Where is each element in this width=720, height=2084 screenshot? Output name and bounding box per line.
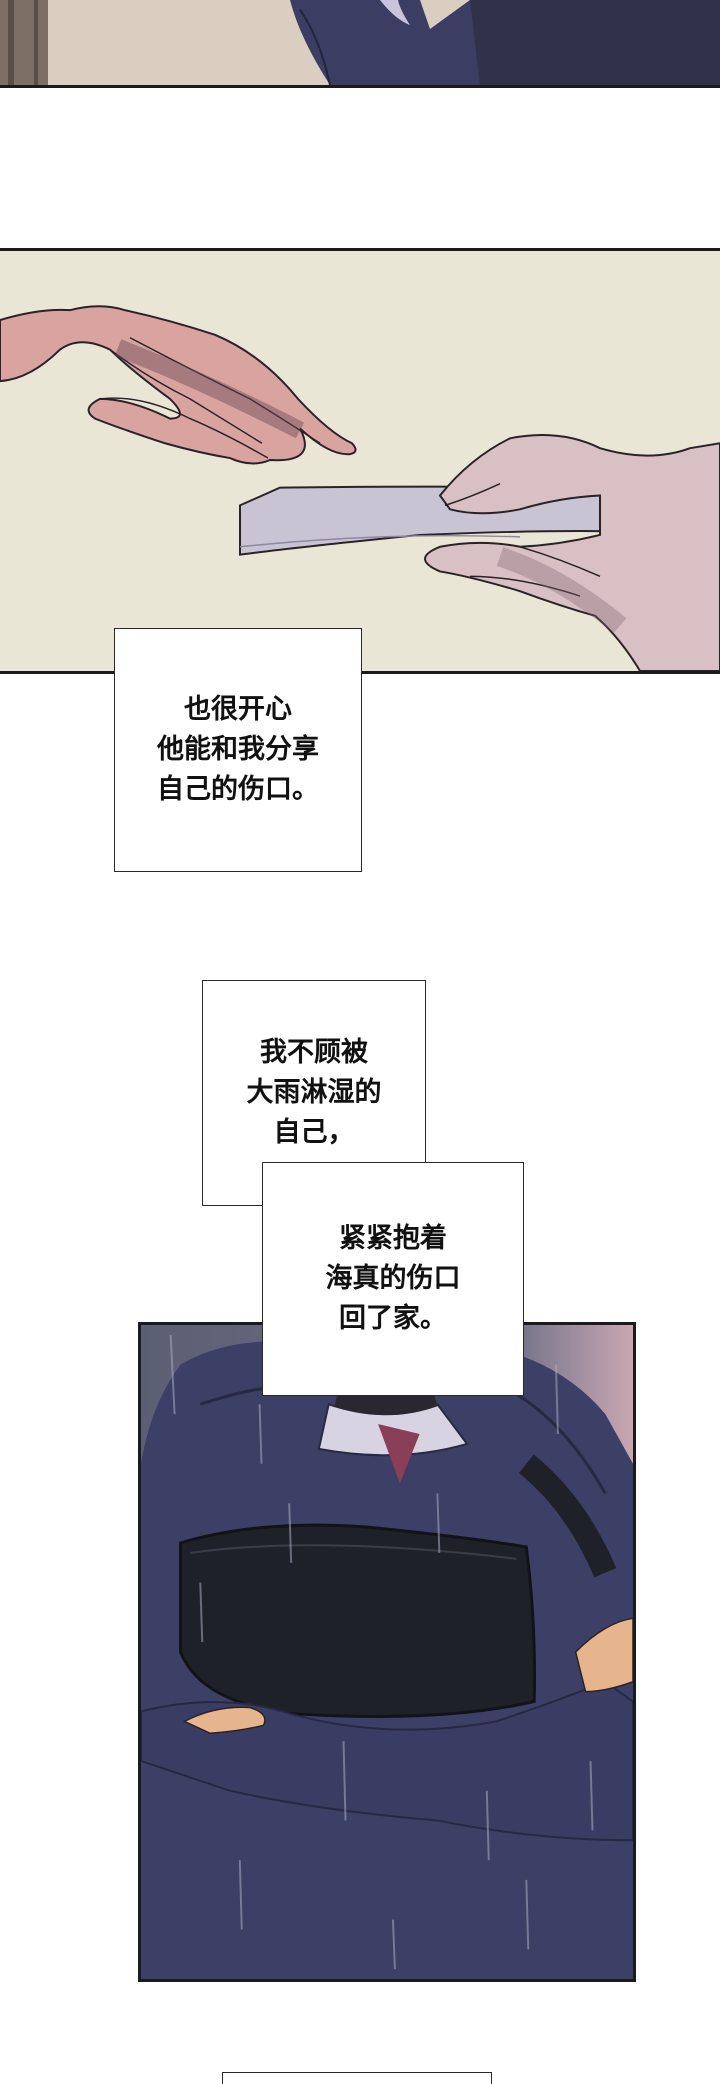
caption-bubble-3: 紧紧抱着 海真的伤口 回了家。 bbox=[262, 1162, 524, 1396]
caption-line: 也很开心 bbox=[184, 694, 292, 725]
next-caption-bubble-edge bbox=[222, 2072, 492, 2084]
rain-panel-art bbox=[141, 1325, 633, 1979]
caption-bubble-1: 也很开心 他能和我分享 自己的伤口。 bbox=[114, 628, 362, 872]
caption-line: 他能和我分享 bbox=[157, 734, 319, 765]
caption-line: 自己的伤口。 bbox=[157, 774, 319, 805]
top-panel-art bbox=[0, 0, 720, 85]
caption-line: 海真的伤口 bbox=[325, 1263, 461, 1294]
caption-line: 大雨淋湿的 bbox=[246, 1077, 382, 1108]
hands-panel-art bbox=[0, 251, 720, 671]
rain-panel bbox=[138, 1322, 636, 1982]
hands-panel bbox=[0, 248, 720, 674]
caption-line: 回了家。 bbox=[339, 1303, 447, 1334]
caption-line: 我不顾被 bbox=[260, 1037, 368, 1068]
top-panel bbox=[0, 0, 720, 88]
caption-line: 自己， bbox=[273, 1117, 355, 1148]
caption-line: 紧紧抱着 bbox=[339, 1223, 447, 1254]
